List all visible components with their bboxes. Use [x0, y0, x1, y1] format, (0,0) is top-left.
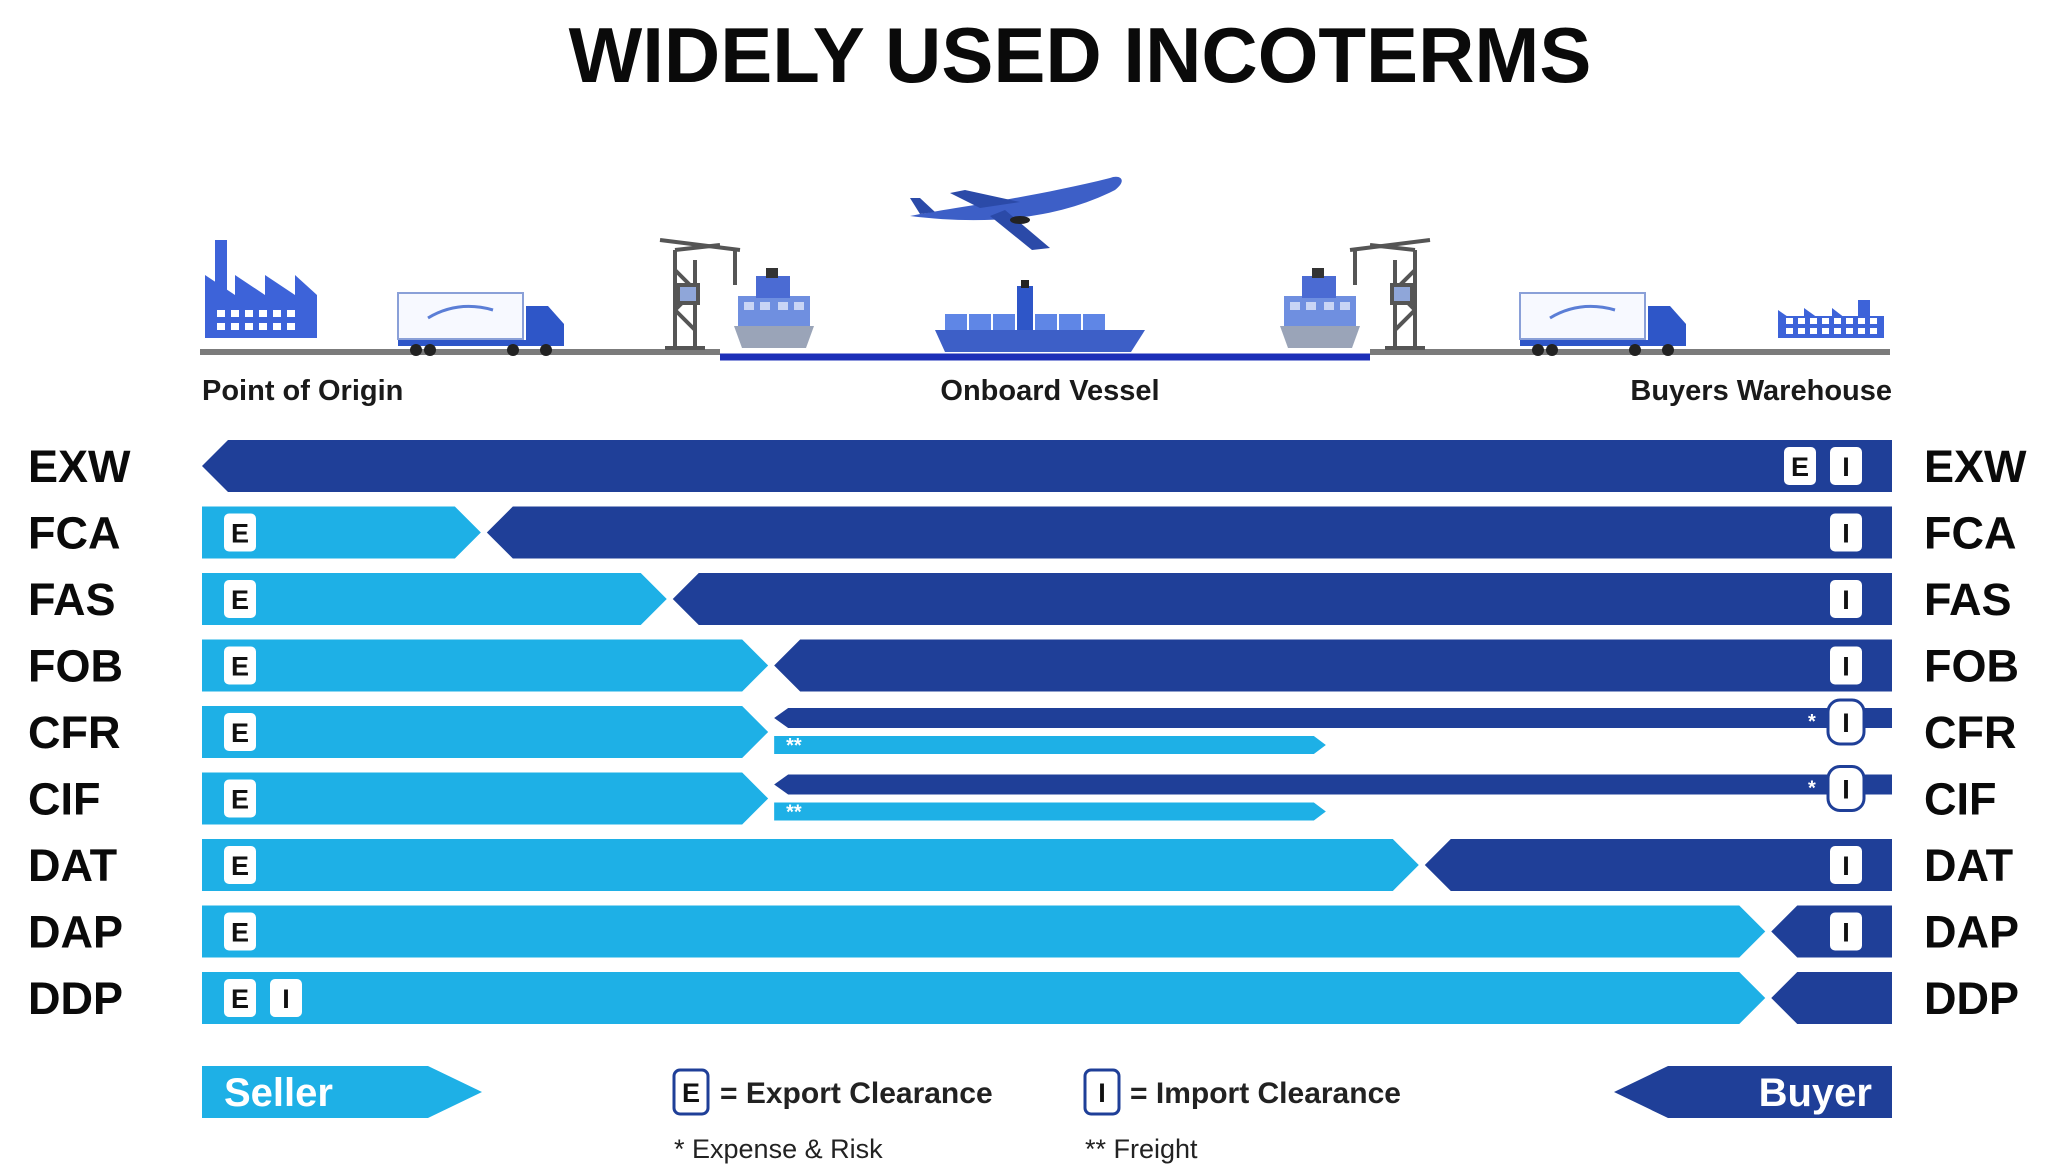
seller-badge-letter: E [231, 918, 249, 948]
risk-mark: * [1808, 778, 1816, 800]
buyer-risk-bar [774, 775, 1892, 795]
buyer-bar [673, 573, 1892, 625]
term-label-right: FCA [1924, 508, 2016, 559]
buyer-badge-letter: I [1842, 652, 1850, 682]
buyer-badge-letter: I [1842, 708, 1850, 738]
incoterm-row-fca: FCA FCA E I [28, 507, 2016, 559]
legend-import-text: = Import Clearance [1130, 1077, 1401, 1110]
seller-badge-letter: I [282, 984, 290, 1014]
legend-import-badge-letter: I [1098, 1078, 1106, 1108]
term-label-right: FAS [1924, 574, 2012, 625]
legend: Seller E = Export Clearance I = Import C… [202, 1066, 1892, 1164]
port-ship-icon [734, 268, 814, 348]
buyer-badge-letter: I [1842, 775, 1850, 805]
legend-buyer-label: Buyer [1759, 1071, 1872, 1115]
buyer-badge-letter: I [1842, 918, 1850, 948]
location-warehouse-label: Buyers Warehouse [1630, 375, 1892, 407]
incoterm-row-dat: DAT DAT E I [28, 839, 2013, 891]
seller-freight-bar [774, 803, 1326, 821]
term-label-left: DAP [28, 907, 123, 958]
legend-export-badge-letter: E [682, 1078, 700, 1108]
freight-mark: ** [786, 735, 802, 757]
seller-bar [202, 972, 1765, 1024]
term-label-right: CIF [1924, 774, 1997, 825]
term-label-left: EXW [28, 441, 131, 492]
incoterm-row-fas: FAS FAS E I [28, 573, 2012, 625]
legend-freight-note: ** Freight [1085, 1134, 1198, 1164]
buyer-bar [487, 507, 1892, 559]
term-label-left: FCA [28, 508, 120, 559]
term-label-right: DAT [1924, 840, 2013, 891]
term-label-left: DAT [28, 840, 117, 891]
term-label-left: CIF [28, 774, 101, 825]
buyer-badge-letter: E [1791, 452, 1809, 482]
legend-expense-note: * Expense & Risk [674, 1134, 883, 1164]
term-label-right: FOB [1924, 641, 2019, 692]
buyer-risk-bar [774, 708, 1892, 728]
truck-icon [1520, 293, 1686, 356]
factory-icon [205, 240, 317, 338]
seller-badge-letter: E [231, 519, 249, 549]
buyer-badge-letter: I [1842, 585, 1850, 615]
crane-icon [1350, 240, 1430, 348]
truck-icon [398, 293, 564, 356]
page-title: WIDELY USED INCOTERMS [569, 11, 1592, 99]
incoterm-row-fob: FOB FOB E I [28, 640, 2019, 692]
term-label-left: DDP [28, 973, 123, 1024]
freight-mark: ** [786, 802, 802, 824]
legend-seller-label: Seller [224, 1071, 333, 1115]
seller-bar [202, 640, 768, 692]
transport-illustration: Point of Origin Onboard Vessel Buyers Wa… [200, 177, 1892, 407]
seller-bar [202, 706, 768, 758]
location-vessel-label: Onboard Vessel [940, 375, 1159, 407]
seller-badge-letter: E [231, 984, 249, 1014]
term-label-right: DAP [1924, 907, 2019, 958]
seller-freight-bar [774, 736, 1326, 754]
term-label-right: DDP [1924, 973, 2019, 1024]
buyer-bar [774, 640, 1892, 692]
seller-bar [202, 773, 768, 825]
seller-badge-letter: E [231, 785, 249, 815]
crane-icon [660, 240, 740, 348]
incoterm-row-dap: DAP DAP E I [28, 906, 2019, 958]
incoterm-row-ddp: DDP DDP E I [28, 972, 2019, 1024]
buyer-bar [202, 440, 1892, 492]
seller-badge-letter: E [231, 851, 249, 881]
seller-bar [202, 573, 667, 625]
risk-mark: * [1808, 711, 1816, 733]
incoterm-row-exw: EXW EXW E I [28, 440, 2027, 492]
buyer-badge-letter: I [1842, 519, 1850, 549]
term-label-right: CFR [1924, 707, 2016, 758]
term-label-left: FOB [28, 641, 123, 692]
buyer-badge-letter: I [1842, 851, 1850, 881]
location-origin-label: Point of Origin [202, 375, 403, 407]
term-label-left: FAS [28, 574, 116, 625]
buyer-bar [1771, 972, 1892, 1024]
buyer-badge-letter: I [1842, 452, 1850, 482]
buyer-bar [1425, 839, 1892, 891]
airplane-icon [910, 177, 1122, 250]
seller-bar [202, 839, 1419, 891]
legend-export-text: = Export Clearance [720, 1077, 993, 1110]
term-label-right: EXW [1924, 441, 2027, 492]
seller-badge-letter: E [231, 585, 249, 615]
seller-badge-letter: E [231, 652, 249, 682]
term-label-left: CFR [28, 707, 120, 758]
port-ship-icon [1280, 268, 1360, 348]
container-ship-icon [935, 280, 1145, 352]
seller-bar [202, 906, 1765, 958]
seller-badge-letter: E [231, 718, 249, 748]
factory-icon [1778, 300, 1884, 338]
